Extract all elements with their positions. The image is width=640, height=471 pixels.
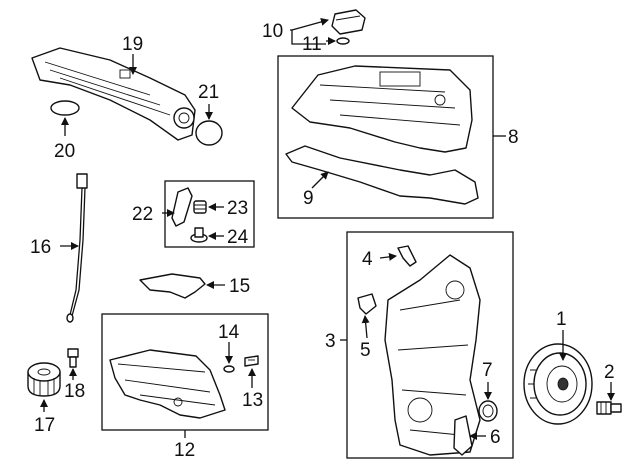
callout-3: 3: [325, 331, 336, 352]
bracket-part-6: [453, 415, 473, 456]
bracket-group-box: [164, 180, 255, 248]
pulley-bolt-part: [596, 401, 622, 415]
valve-cover-part: [291, 65, 473, 153]
callout-14: 14: [218, 322, 240, 343]
callout-10: 10: [262, 21, 283, 42]
callout-labels: 1 2 3 4 5 6 7 8 9 10 11 12 13 14 15 16 1…: [30, 21, 615, 461]
drain-bolt-part: [244, 355, 259, 367]
valve-cover-gasket-part: [285, 145, 479, 205]
callout-1: 1: [556, 309, 567, 330]
oil-pan-part: [109, 349, 226, 419]
callout-11: 11: [302, 34, 322, 55]
o-ring-part-21: [195, 120, 223, 146]
bushing-part-23: [193, 200, 207, 214]
bracket-part-22: [171, 187, 193, 227]
callout-21: 21: [198, 82, 219, 103]
washer-part-14: [223, 365, 235, 373]
small-gasket-part-5: [357, 293, 377, 315]
seal-ring-part-7: [478, 400, 498, 422]
leader-lines: [40, 18, 615, 440]
callout-12: 12: [174, 440, 195, 461]
intake-manifold-part: [31, 47, 196, 141]
timing-cover-part: [384, 254, 481, 456]
dipstick-part: [66, 173, 88, 323]
callout-19: 19: [122, 34, 143, 55]
callout-13: 13: [242, 390, 263, 411]
callout-20: 20: [54, 141, 75, 162]
callout-6: 6: [490, 427, 501, 448]
filter-bolt-part: [67, 348, 79, 368]
callout-15: 15: [229, 276, 250, 297]
callout-16: 16: [30, 237, 51, 258]
callout-9: 9: [303, 188, 314, 209]
baffle-plate-part: [139, 273, 206, 299]
callout-8: 8: [508, 127, 519, 148]
callout-24: 24: [227, 227, 249, 248]
nut-part-24: [190, 227, 208, 243]
cap-seal-part-11: [336, 37, 350, 45]
callout-18: 18: [64, 381, 85, 402]
crankshaft-pulley-part: [523, 343, 593, 425]
callout-4: 4: [362, 249, 373, 270]
oil-filler-cap-part: [331, 9, 366, 35]
callout-7: 7: [482, 360, 493, 381]
oil-filter-part: [27, 362, 61, 397]
cover-gasket-part-4: [397, 245, 417, 267]
callout-17: 17: [34, 415, 55, 436]
callout-22: 22: [132, 204, 153, 225]
gasket-part-20: [50, 100, 80, 116]
callout-23: 23: [227, 198, 248, 219]
valve-cover-group-box: [277, 55, 494, 219]
callout-5: 5: [360, 340, 371, 361]
callout-2: 2: [604, 362, 615, 383]
timing-cover-group-box: [346, 231, 514, 459]
